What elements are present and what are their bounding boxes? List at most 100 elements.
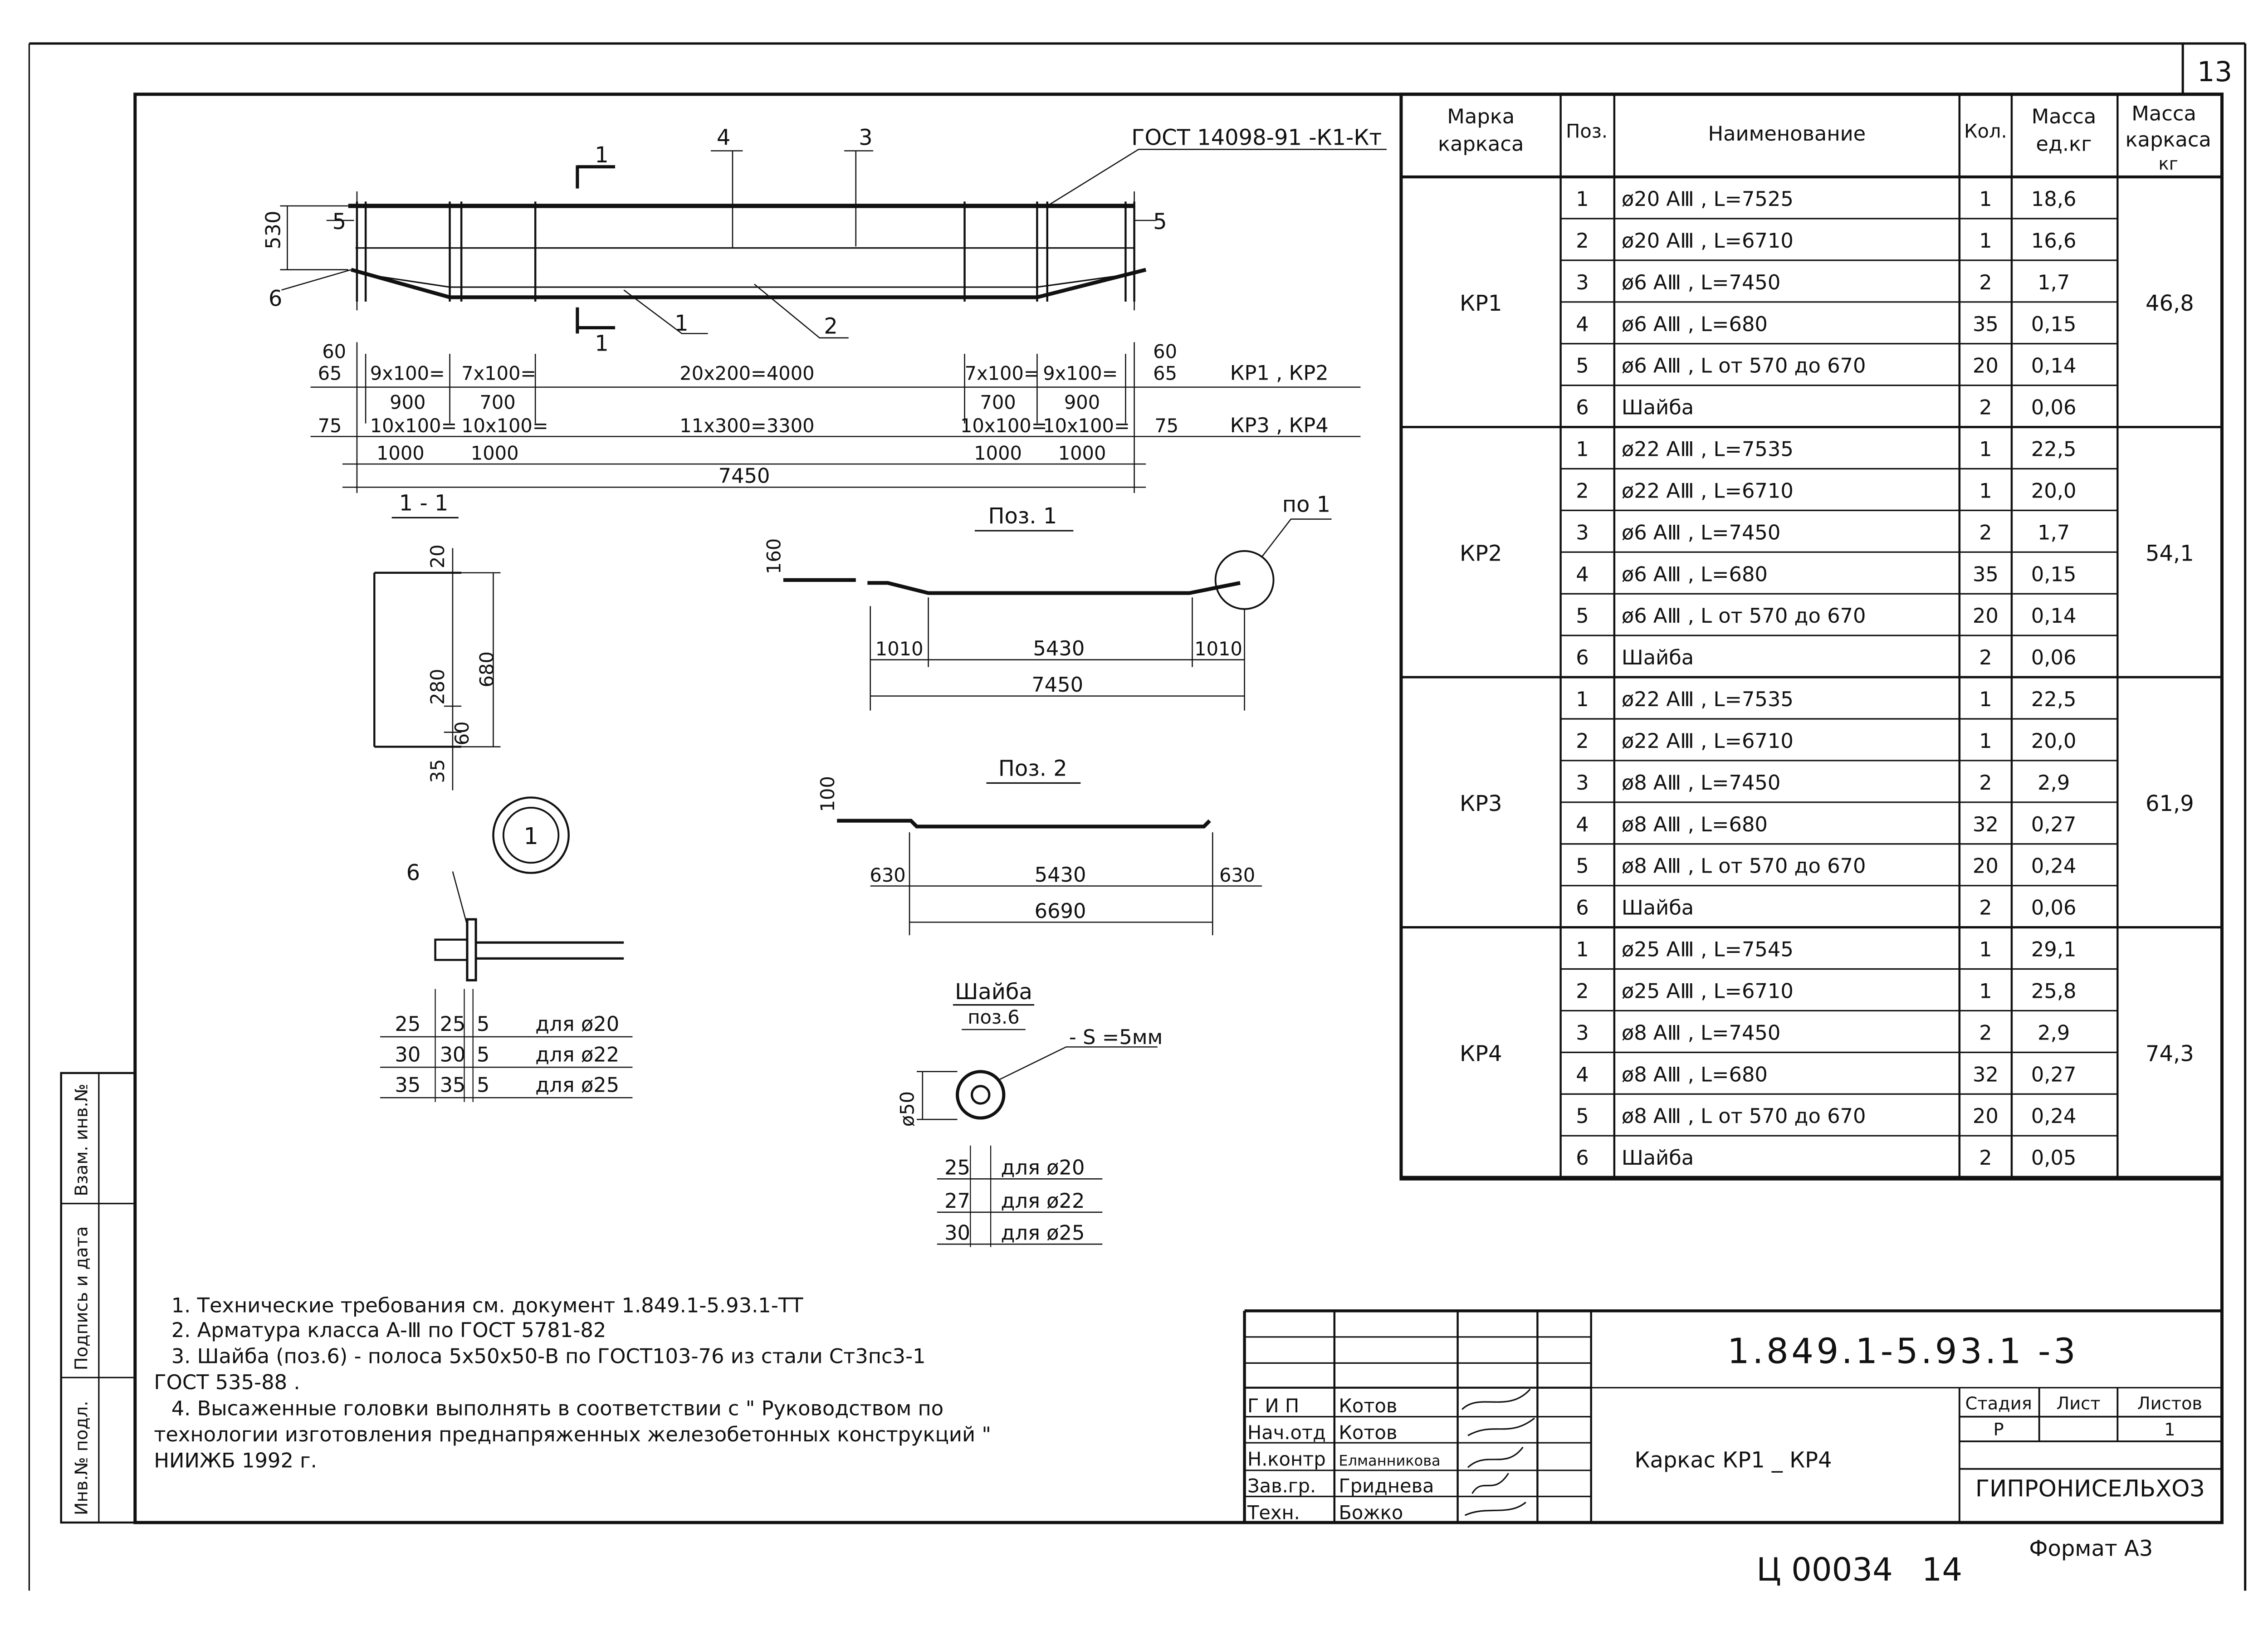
pos2-dim-6690: 6690 [1035, 899, 1086, 923]
spec-qty: 35 [1973, 562, 1999, 586]
pos1-dim-7450: 7450 [1031, 673, 1083, 697]
spec-qty: 2 [1979, 270, 1992, 294]
spec-total: 61,9 [2146, 791, 2194, 816]
dim-r2-d: 900 [1064, 391, 1100, 414]
sheets-header: Листов [2137, 1394, 2202, 1414]
dim-7450: 7450 [719, 464, 770, 488]
spec-pos: 2 [1576, 478, 1589, 503]
spec-mass: 0,24 [2031, 1104, 2077, 1128]
mark-kr1-kr2: КР1 , КР2 [1230, 361, 1329, 385]
dim-60-left: 60 [322, 341, 346, 363]
spec-pos: 2 [1576, 729, 1589, 753]
spec-pos: 4 [1576, 812, 1589, 836]
washer-dim: 27 [944, 1189, 970, 1213]
spec-mass: 0,15 [2031, 562, 2077, 586]
note-line: НИИЖБ 1992 г. [154, 1449, 317, 1473]
spec-qty: 2 [1979, 896, 1992, 920]
head-dim-c: 5 [477, 1042, 489, 1066]
spec-qty: 20 [1973, 354, 1999, 378]
spec-pos: 4 [1576, 1062, 1589, 1086]
spec-qty: 1 [1979, 187, 1992, 211]
node-1-marker: 1 [492, 796, 570, 874]
pos2-title: Поз. 2 [998, 756, 1067, 781]
notes: 1. Технические требования см. документ 1… [154, 1293, 991, 1472]
dim-r1-d: 7x100= [965, 362, 1040, 385]
frame-elevation-drawing: 530 5 5 6 4 3 1 2 1 1 ГОСТ 14098-91 -К1-… [261, 125, 1387, 493]
note-line: 1. Технические требования см. документ 1… [171, 1293, 804, 1317]
spec-name: ø25 АⅢ , L=6710 [1622, 979, 1794, 1003]
pos2-dim-100: 100 [816, 776, 839, 812]
callout-5-left: 5 [332, 209, 347, 234]
hdr-name: Наименование [1708, 122, 1866, 146]
spec-name: ø22 АⅢ , L=7535 [1622, 437, 1794, 461]
dim-r4-a: 1000 [376, 442, 425, 464]
signatory-name: Божко [1339, 1501, 1403, 1523]
spec-mass: 16,6 [2031, 229, 2077, 253]
spec-name: ø8 АⅢ , L=680 [1622, 812, 1768, 836]
dim-r3-a: 10x100= [370, 415, 457, 437]
spec-mass: 0,14 [2031, 354, 2077, 378]
archive-code: Ц 00034 [1756, 1551, 1893, 1588]
head-dim-a: 30 [395, 1042, 420, 1066]
spec-pos: 3 [1576, 520, 1589, 544]
section-mark-bottom: 1 [595, 331, 609, 356]
pos-1-drawing: Поз. 1 160 по 1 1010 5430 1010 7450 [763, 492, 1332, 711]
spec-mass: 20,0 [2031, 729, 2077, 753]
note-line: 2. Арматура класса А-Ⅲ по ГОСТ 5781-82 [171, 1318, 606, 1342]
spec-qty: 1 [1979, 437, 1992, 461]
spec-mark: КР4 [1460, 1041, 1502, 1067]
spec-qty: 1 [1979, 687, 1992, 711]
head-dim-label: для ø25 [535, 1073, 619, 1097]
signatory-name: Котов [1339, 1421, 1397, 1444]
node-1-label: 1 [523, 823, 538, 850]
spec-pos: 2 [1576, 979, 1589, 1003]
dim-530: 530 [261, 210, 285, 249]
signatory-role: Н.контр [1247, 1448, 1326, 1470]
spec-mass: 0,15 [2031, 312, 2077, 336]
spec-qty: 32 [1973, 812, 1999, 836]
stamp-inv-podl: Инв.№ подл. [71, 1401, 92, 1515]
spec-qty: 20 [1973, 604, 1999, 628]
organization: ГИПРОНИСЕЛЬХОЗ [1975, 1475, 2204, 1502]
head-dim-b: 25 [440, 1012, 465, 1036]
spec-total: 54,1 [2146, 541, 2194, 566]
spec-pos: 3 [1576, 1020, 1589, 1045]
mark-kr3-kr4: КР3 , КР4 [1230, 413, 1329, 437]
spec-name: ø20 АⅢ , L=6710 [1622, 229, 1794, 253]
spec-mass: 0,06 [2031, 896, 2077, 920]
note-line: технологии изготовления преднапряженных … [154, 1422, 991, 1446]
hdr-mass-1: Масса [2032, 104, 2097, 128]
dim-r3-d: 10x100= [960, 415, 1047, 437]
page-number: 13 [2197, 56, 2232, 88]
washer-dim: 30 [944, 1221, 970, 1245]
spec-mass: 0,24 [2031, 854, 2077, 878]
sheet-header: Лист [2056, 1394, 2100, 1414]
spec-mass: 1,7 [2038, 520, 2070, 544]
dim-r2-c: 700 [980, 391, 1016, 414]
dim-r3-c: 11x300=3300 [679, 415, 814, 437]
spec-mass: 0,14 [2031, 604, 2077, 628]
spec-name: ø6 АⅢ , L=7450 [1622, 270, 1781, 294]
spec-name: ø8 АⅢ , L от 570 до 670 [1622, 1104, 1866, 1128]
spec-qty: 2 [1979, 395, 1992, 420]
spec-qty: 1 [1979, 229, 1992, 253]
spec-mass: 0,27 [2031, 812, 2077, 836]
washer-dim-label: для ø22 [1001, 1189, 1085, 1213]
washer-dim-label: для ø20 [1001, 1156, 1085, 1180]
spec-name: ø6 АⅢ , L от 570 до 670 [1622, 354, 1866, 378]
section-title: 1 - 1 [399, 490, 449, 516]
spec-name: ø8 АⅢ , L=680 [1622, 1062, 1768, 1086]
specification-table: Марка каркаса Поз. Наименование Кол. Мас… [1399, 93, 2224, 1181]
head-dim-a: 35 [395, 1073, 420, 1097]
section-1-1: 1 - 1 20 280 680 60 35 [373, 490, 501, 791]
spec-pos: 5 [1576, 854, 1589, 878]
note-line: 3. Шайба (поз.6) - полоса 5х50х50-В по Г… [171, 1344, 926, 1368]
spec-mass: 1,7 [2038, 270, 2070, 294]
washer-thickness: - S =5мм [1069, 1025, 1163, 1049]
head-dim-b: 35 [440, 1073, 465, 1097]
spec-name: Шайба [1622, 896, 1694, 920]
spec-mark: КР2 [1460, 541, 1502, 566]
spec-mass: 18,6 [2031, 187, 2077, 211]
